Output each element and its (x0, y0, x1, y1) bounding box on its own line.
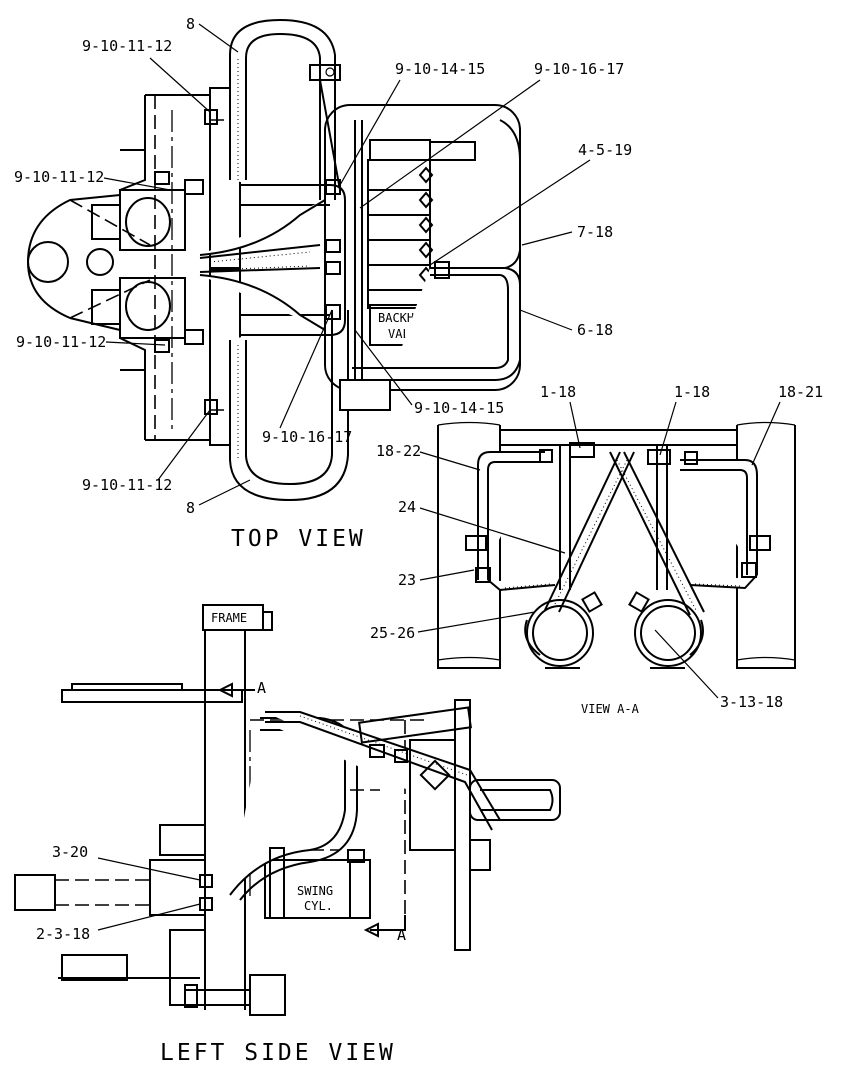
callout-9-10-11-12-b: 9-10-11-12 (14, 168, 104, 186)
callout-25-26: 25-26 (370, 624, 415, 642)
callout-3-20: 3-20 (52, 843, 88, 861)
callout-23: 23 (398, 571, 416, 589)
callout-9-10-14-15-b: 9-10-14-15 (414, 399, 504, 417)
callout-9-10-11-12-d: 9-10-11-12 (82, 476, 172, 494)
callout-4-5-19: 4-5-19 (578, 141, 632, 159)
view-aa-title: VIEW A-A (581, 702, 640, 716)
callout-9-10-11-12-c: 9-10-11-12 (16, 333, 106, 351)
callout-6-18: 6-18 (577, 321, 613, 339)
swing-cyl-label-2: CYL. (304, 899, 333, 913)
callout-18-22: 18-22 (376, 442, 421, 460)
section-marker-a-bottom: A (397, 926, 406, 944)
callout-2-3-18: 2-3-18 (36, 925, 90, 943)
callout-7-18: 7-18 (577, 223, 613, 241)
callout-9-10-16-17-a: 9-10-16-17 (534, 60, 624, 78)
view-aa-callouts: 1-18 1-18 18-21 18-22 24 23 25-26 3-13-1… (370, 383, 823, 711)
callout-9-10-11-12-a: 9-10-11-12 (82, 37, 172, 55)
left-side-view-title: LEFT SIDE VIEW (160, 1040, 396, 1066)
callout-3-13-18: 3-13-18 (720, 693, 783, 711)
left-side-view-drawing: FRAME A SWING CYL. (14, 604, 561, 1066)
callout-1-18-b: 1-18 (674, 383, 710, 401)
callout-1-18-a: 1-18 (540, 383, 576, 401)
section-marker-a-top: A (257, 679, 266, 697)
callout-24: 24 (398, 498, 416, 516)
top-view-drawing: BACKHOE VALVE TOP VIEW (26, 18, 521, 552)
callout-9-10-16-17-b: 9-10-16-17 (262, 428, 352, 446)
callout-8-top: 8 (186, 15, 195, 33)
view-aa-drawing: VIEW A-A (437, 421, 796, 716)
top-view-callouts: 8 9-10-11-12 9-10-14-15 9-10-16-17 9-10-… (14, 15, 632, 517)
callout-9-10-14-15-a: 9-10-14-15 (395, 60, 485, 78)
swing-cyl-label-1: SWING (297, 884, 333, 898)
frame-label: FRAME (211, 611, 247, 625)
left-side-view-callouts: 3-20 2-3-18 (36, 843, 201, 943)
top-view-title: TOP VIEW (231, 526, 366, 552)
callout-8-bottom: 8 (186, 499, 195, 517)
callout-18-21: 18-21 (778, 383, 823, 401)
